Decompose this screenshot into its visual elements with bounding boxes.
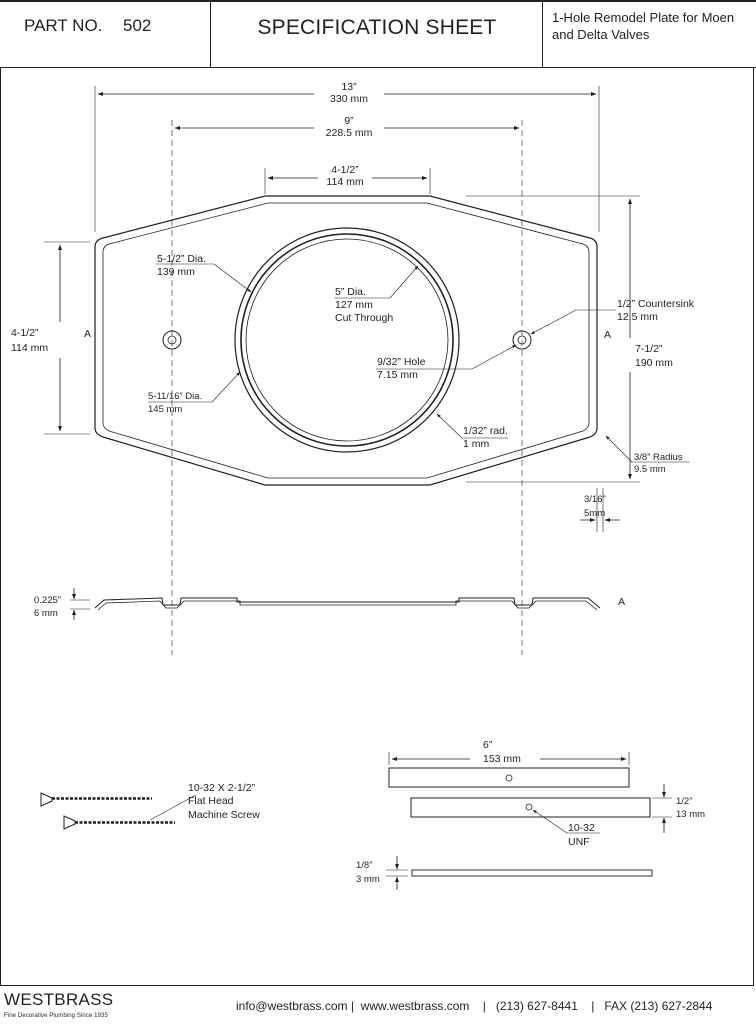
outer-ring-dia-in: 5-1/2” Dia. [157, 253, 206, 265]
bracket-thickness-mm: 3 mm [356, 874, 380, 885]
hole-spacing-in: 9” [344, 115, 354, 127]
overall-height-mm: 190 mm [635, 357, 673, 369]
bracket-length-dimension [388, 752, 630, 765]
plate-outline [94, 195, 598, 486]
overall-height-dimension [466, 195, 640, 483]
bracket-length-in: 6” [483, 739, 493, 751]
overall-width-mm: 330 mm [330, 93, 368, 105]
header-divider [542, 2, 543, 67]
cut-through-circle [240, 233, 454, 447]
header-divider [210, 2, 211, 67]
part-number-value: 502 [123, 16, 152, 35]
profile-thickness-dimension [70, 588, 90, 620]
profile-thickness-in: 0.225” [34, 595, 61, 606]
brand-logo-text: WESTBRASS [4, 990, 114, 1009]
bracket-height-dimension [652, 784, 672, 833]
bracket-height-mm: 13 mm [676, 809, 705, 820]
cut-through-label: Cut Through [335, 312, 393, 324]
corner-radius-in: 3/8” Radius [634, 452, 683, 463]
thread-leader [532, 809, 568, 834]
corner-radius-mm: 9.5 mm [634, 464, 666, 475]
bracket-length-mm: 153 mm [483, 753, 521, 765]
brand-tagline: Fine Decorative Plumbing Since 1935 [4, 1013, 108, 1019]
part-number-label: PART NO. [24, 16, 103, 35]
top-flat-dimension [264, 168, 431, 194]
title-block: PART NO. 502 SPECIFICATION SHEET 1-Hole … [0, 0, 756, 68]
edge-width-dimension [580, 488, 620, 532]
cut-through-dia-in: 5” Dia. [335, 286, 366, 298]
screw-description: Machine Screw [188, 809, 260, 821]
top-flat-in: 4-1/2” [331, 164, 359, 176]
bracket-top-view [388, 767, 630, 788]
outer-ring-leader [213, 263, 252, 293]
contact-info: info@westbrass.com | www.westbrass.com |… [236, 999, 713, 1013]
screw-drawing [40, 792, 197, 830]
countersink-mm: 12.5 mm [617, 311, 658, 323]
edge-width-mm: 5mm [584, 508, 605, 519]
top-flat-mm: 114 mm [326, 176, 363, 188]
overall-width-dimension [94, 86, 600, 232]
screw-size: 10-32 X 2-1/2” [188, 782, 256, 794]
plate-profile-view [94, 597, 601, 611]
thread-size: 10-32 [568, 822, 595, 834]
edge-width-in: 3/16” [584, 494, 606, 505]
countersink-in: 1/2” Countersink [617, 298, 695, 310]
bracket-side-view [411, 869, 653, 877]
product-description-line: 1-Hole Remodel Plate for Moen [552, 10, 735, 25]
ring-dia-mm: 145 mm [148, 404, 182, 415]
bracket-height-in: 1/2” [676, 796, 692, 807]
outer-ring [234, 227, 460, 453]
side-height-in: 4-1/2” [11, 327, 39, 339]
section-marker-left: A [84, 328, 91, 340]
ring-dia-in: 5-11/16” Dia. [148, 391, 202, 402]
product-description: 1-Hole Remodel Plate for Moen and Delta … [552, 9, 752, 43]
corner-radius-leader [605, 435, 633, 463]
drawing-frame [0, 68, 754, 986]
countersink-leader [530, 309, 577, 335]
section-marker-right: A [604, 329, 611, 341]
hole-in: 9/32” Hole [377, 356, 426, 368]
hole-leader [471, 344, 517, 370]
bracket-thickness-dimension [386, 856, 408, 890]
side-height-mm: 114 mm [11, 342, 48, 354]
rad-in: 1/32” rad. [463, 425, 508, 437]
profile-thickness-mm: 6 mm [34, 608, 58, 619]
overall-width-in: 13” [341, 81, 357, 93]
product-description-line: and Delta Valves [552, 27, 650, 42]
overall-height-in: 7-1/2” [635, 343, 663, 355]
bracket-thickness-in: 1/8” [356, 860, 372, 871]
hole-spacing-mm: 228.5 mm [326, 127, 373, 139]
sheet-title: SPECIFICATION SHEET [257, 16, 497, 39]
cut-through-dia-mm: 127 mm [335, 299, 373, 311]
rad-mm: 1 mm [463, 438, 490, 450]
bracket-front-view [410, 797, 651, 818]
hole-mm: 7.15 mm [377, 369, 418, 381]
thread-type: UNF [568, 836, 590, 848]
cut-through-leader [389, 265, 419, 299]
inner-ring [245, 238, 449, 442]
screw-head-type: Flat Head [188, 795, 234, 807]
profile-section-marker: A [618, 596, 625, 608]
side-height-dimension [44, 241, 90, 435]
ring-dia-leader [211, 371, 241, 403]
outer-ring-dia-mm: 139 mm [157, 266, 195, 278]
radius-leader [436, 413, 463, 439]
